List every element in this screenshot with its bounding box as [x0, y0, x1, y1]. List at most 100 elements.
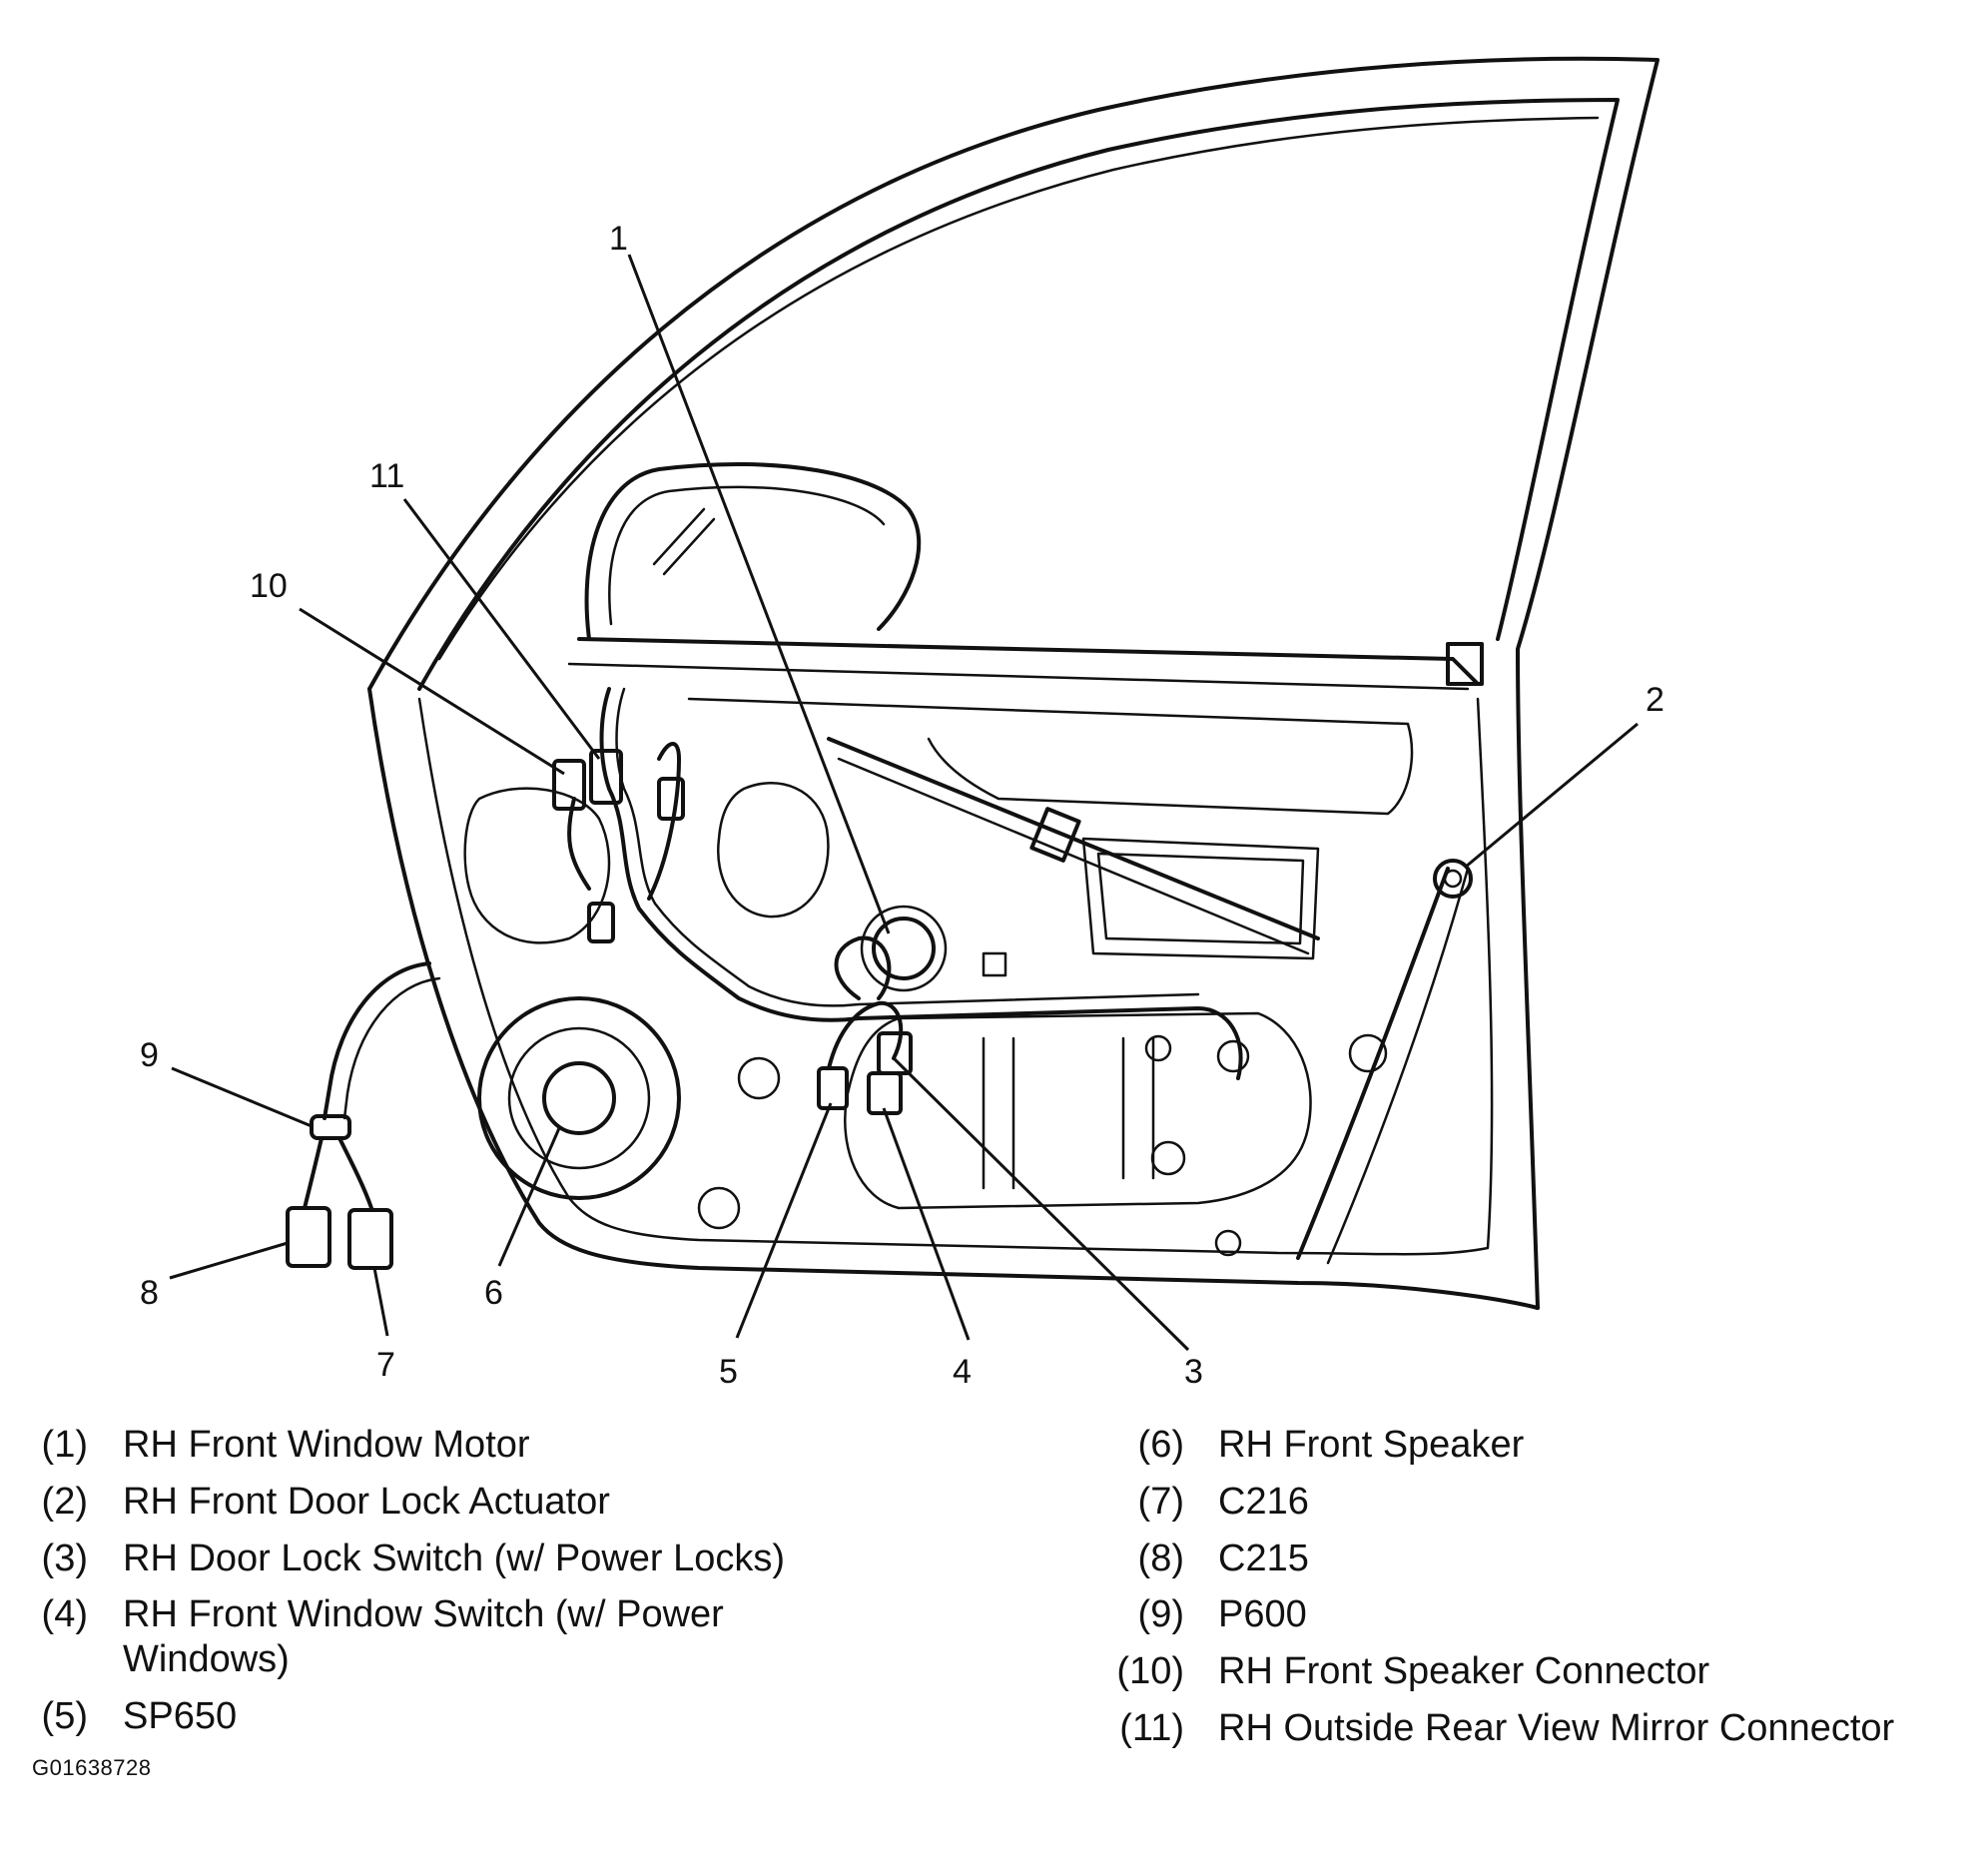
legend-item: (7) C216 — [1098, 1480, 1977, 1525]
callout-8: 8 — [140, 1274, 159, 1312]
speaker-connector-icon — [552, 759, 586, 811]
window-switch-connector-icon — [867, 1071, 903, 1115]
leader-3 — [892, 1056, 1190, 1352]
mirror-glass-inner — [608, 485, 886, 626]
harness-main-2 — [615, 687, 1200, 1007]
speaker-outer — [477, 996, 681, 1200]
inner-opening-right — [1081, 837, 1320, 960]
legend-number: (11) — [1119, 1707, 1184, 1750]
harness-branch-speaker — [567, 797, 591, 891]
window-frame-inner-2 — [437, 116, 1600, 661]
legend-right-column: (6) RH Front Speaker (7) C216 (8) C215 (… — [1098, 1423, 1977, 1763]
speaker-cone — [542, 1061, 616, 1135]
fastener-square — [982, 951, 1007, 977]
leader-5 — [735, 1102, 833, 1339]
callout-2: 2 — [1646, 681, 1664, 719]
leader-7 — [372, 1267, 389, 1337]
legend-item: (5) SP650 — [30, 1694, 1088, 1739]
callout-1: 1 — [609, 220, 628, 258]
mirror-reflection-2 — [662, 517, 716, 576]
connector-lower — [587, 902, 615, 943]
legend-label: C215 — [1218, 1537, 1309, 1579]
inner-opening-right-2 — [1096, 852, 1305, 945]
inner-opening-left — [463, 787, 611, 944]
p600-grommet-icon — [310, 1114, 351, 1140]
window-frame-inner — [417, 98, 1620, 691]
lock-rod-2 — [1326, 867, 1470, 1265]
leader-2 — [1465, 722, 1639, 869]
callout-4: 4 — [953, 1353, 972, 1391]
lock-actuator-icon — [1433, 859, 1473, 899]
fastener-1 — [1348, 1033, 1388, 1073]
legend-number: (5) — [41, 1695, 88, 1738]
callout-6: 6 — [484, 1274, 503, 1312]
inner-opening-center — [716, 782, 830, 919]
door-inner-panel — [417, 697, 1494, 1256]
callout-7: 7 — [376, 1346, 395, 1384]
legend-number: (3) — [41, 1537, 88, 1579]
legend-label: RH Front Speaker Connector — [1218, 1650, 1710, 1693]
fastener-2 — [1144, 1034, 1172, 1062]
legend-left-column: (1) RH Front Window Motor (2) RH Front D… — [30, 1423, 1088, 1751]
leader-1 — [627, 254, 891, 934]
legend-number: (10) — [1116, 1650, 1184, 1693]
sp650-connector-icon — [817, 1066, 849, 1110]
pigtail-harness — [323, 961, 431, 1120]
pigtail-harness-2 — [342, 976, 441, 1120]
regulator-guide — [1029, 807, 1081, 863]
belt-line — [577, 637, 1480, 686]
mirror-connector-icon — [589, 749, 623, 805]
speaker-mid — [507, 1026, 651, 1170]
legend-item: (6) RH Front Speaker — [1098, 1423, 1977, 1468]
mirror-reflection-1 — [652, 507, 706, 566]
legend-label: RH Front Window Motor — [123, 1424, 530, 1466]
leader-10 — [299, 607, 565, 776]
fastener-6 — [697, 1186, 741, 1230]
fastener-3 — [1216, 1039, 1250, 1073]
legend-label: RH Front Speaker — [1218, 1424, 1525, 1466]
callout-5: 5 — [719, 1353, 738, 1391]
legend-number: (7) — [1137, 1480, 1184, 1523]
belt-clip — [1446, 642, 1484, 686]
legend-label: RH Front Window Switch (w/ Power Windows… — [123, 1593, 724, 1681]
legend-item: (4) RH Front Window Switch (w/ Power Win… — [30, 1592, 1088, 1682]
legend-item: (10) RH Front Speaker Connector — [1098, 1649, 1977, 1694]
legend-label: C216 — [1218, 1480, 1309, 1523]
door-outer-panel — [367, 687, 1540, 1310]
legend-item: (2) RH Front Door Lock Actuator — [30, 1480, 1088, 1525]
connector-upper — [657, 777, 685, 821]
legend-number: (4) — [41, 1593, 88, 1636]
figure-id: G01638728 — [32, 1755, 152, 1780]
legend-number: (9) — [1137, 1593, 1184, 1636]
legend-label: P600 — [1218, 1593, 1307, 1636]
lower-panel — [844, 1011, 1312, 1210]
legend-item: (1) RH Front Window Motor — [30, 1423, 1088, 1468]
leader-8 — [169, 1241, 289, 1280]
legend-item: (11) RH Outside Rear View Mirror Connect… — [1098, 1706, 1977, 1751]
leader-9 — [171, 1066, 313, 1128]
pigtail-branch-c216 — [337, 1136, 373, 1210]
lock-switch-connector-icon — [877, 1031, 913, 1075]
legend-label: RH Outside Rear View Mirror Connector — [1218, 1707, 1895, 1750]
inner-opening-upper — [687, 697, 1414, 816]
window-motor-icon — [872, 917, 936, 980]
callout-11: 11 — [369, 457, 404, 495]
legend-number: (8) — [1137, 1537, 1184, 1579]
legend-number: (6) — [1137, 1424, 1184, 1466]
callout-3: 3 — [1184, 1353, 1203, 1391]
switch-harness — [827, 1000, 904, 1070]
legend-number: (2) — [41, 1480, 88, 1523]
lock-actuator-ring — [1443, 869, 1463, 889]
fastener-4 — [1150, 1140, 1186, 1176]
fastener-5 — [1214, 1229, 1242, 1257]
belt-line-2 — [567, 662, 1470, 691]
window-frame-outer — [367, 56, 1659, 1310]
callout-9: 9 — [140, 1036, 159, 1074]
pigtail-branch-c215 — [303, 1136, 324, 1210]
harness-branch-mirror — [647, 742, 681, 901]
legend-item: (9) P600 — [1098, 1592, 1977, 1637]
window-motor-ring — [860, 905, 948, 992]
legend-label: RH Door Lock Switch (w/ Power Locks) — [123, 1537, 786, 1579]
legend-item: (3) RH Door Lock Switch (w/ Power Locks) — [30, 1537, 1088, 1581]
legend-item: (8) C215 — [1098, 1537, 1977, 1581]
